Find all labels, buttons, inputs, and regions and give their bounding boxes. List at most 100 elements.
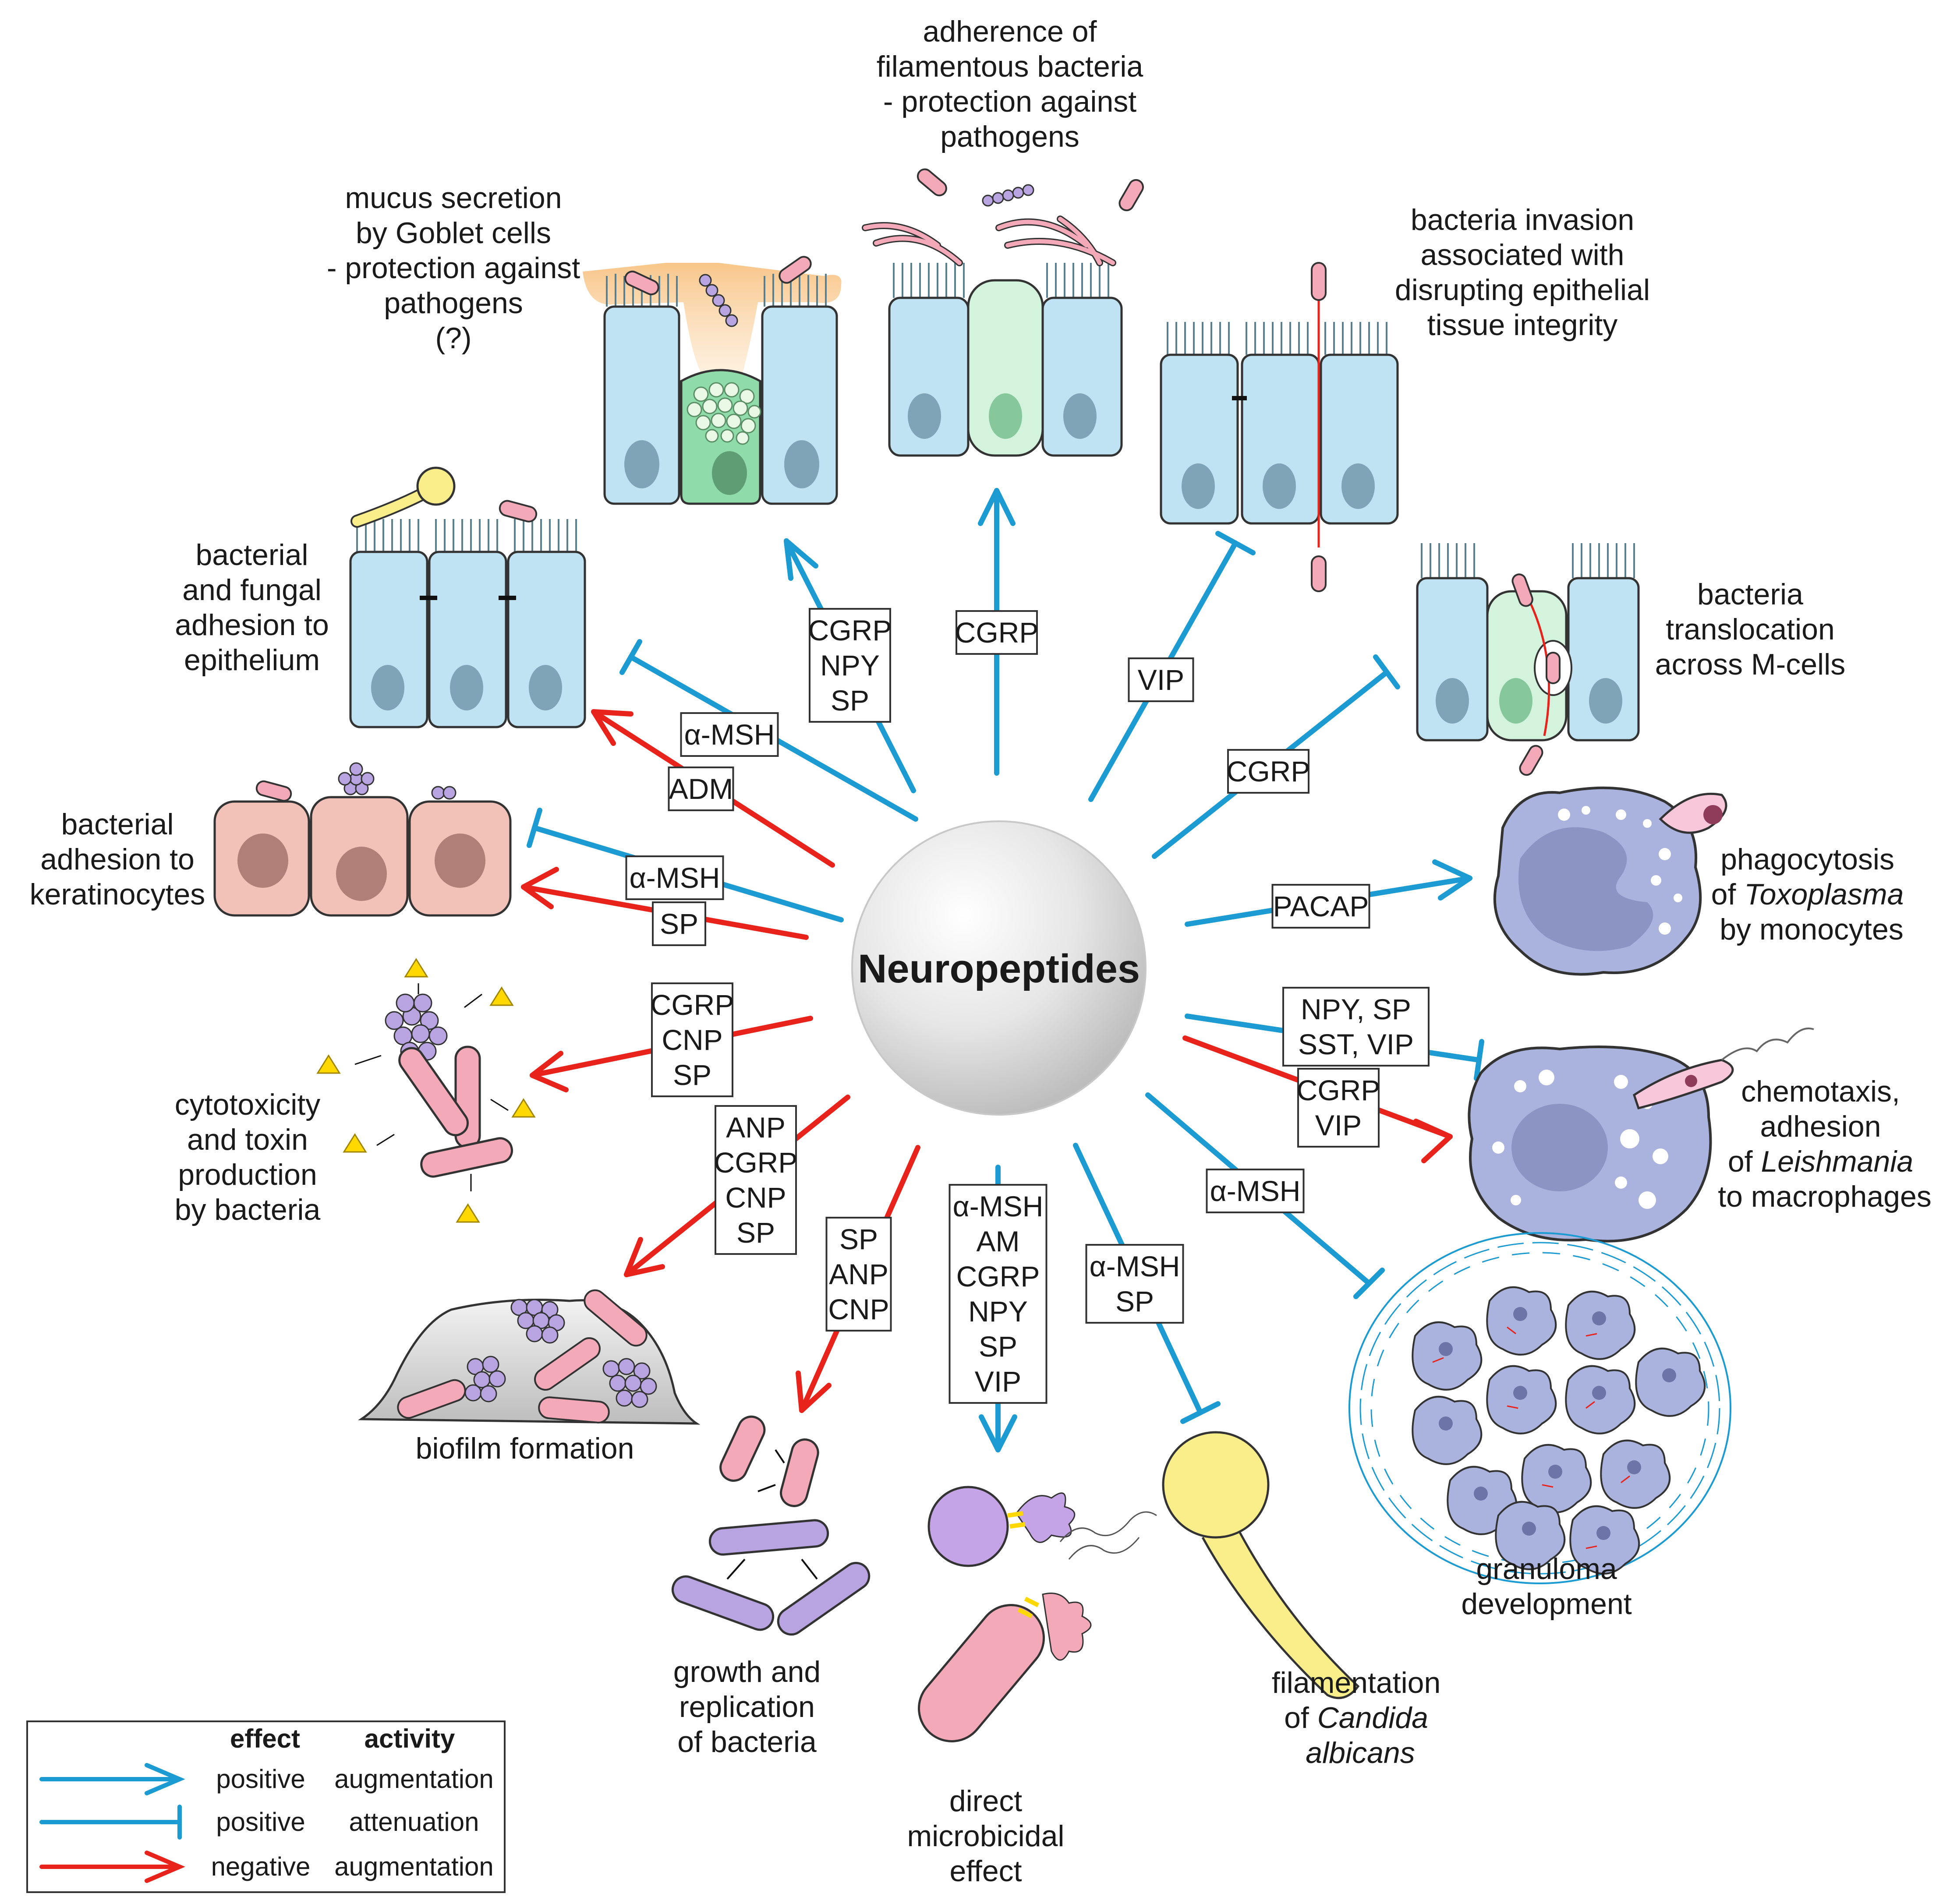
rod-bacterium [1118,179,1144,212]
nucleus [1436,678,1469,724]
nucleus [435,834,485,888]
granuloma-nuclei [1439,1307,1676,1540]
caption-line: and fungal [182,573,322,607]
keratinocytes-illustration [213,762,512,917]
candida-yeast-cell [1162,1431,1270,1539]
blue-arrow-icon [39,1763,185,1795]
hypha [1201,1523,1360,1699]
box-frame [680,712,779,757]
legend: effect activity positive augmentation po… [26,1720,506,1893]
box-label: NPY [820,649,880,682]
nucleus [1518,827,1653,951]
caption-line: bacterial [61,808,173,841]
caption-line: microbicidal [907,1819,1065,1853]
nucleus [450,665,483,710]
rod-bacterium [255,780,292,802]
toxoplasma-monocyte-illustration [1493,786,1727,976]
cytotoxicity-illustration [316,958,536,1223]
box-frame [1227,749,1309,794]
caption-line: by bacteria [175,1193,321,1226]
box-label: α-MSH [684,718,775,751]
epithelial-cell [428,551,507,728]
nucleus [1341,463,1375,509]
hypha [352,490,425,526]
box-label: CGRP [808,614,892,646]
rod-bacterium [780,1438,819,1507]
caption-line: adhesion to [40,843,195,876]
box-frame [809,608,891,723]
rod-bacterium [1546,652,1561,684]
box-invasion: VIP [1128,657,1194,702]
caption-line: epithelium [184,643,320,677]
granuloma-macrophages [1412,1286,1706,1575]
microvilli [1421,543,1635,578]
box-label: CGRP [1297,1074,1380,1106]
nucleus [1589,678,1622,724]
caption-line: - protection against [327,251,580,285]
legend-effect-1: positive [216,1764,305,1794]
box-label: ANP [829,1258,888,1290]
box-frame [1085,1244,1184,1324]
caption-line: associated with [1421,238,1624,272]
legend-activity-2: attenuation [349,1807,479,1837]
intracellular-bacteria [1432,1326,1630,1549]
nucleus [784,440,819,488]
cocci-chain [982,184,1034,207]
caption-line: pathogens [384,286,523,320]
toxin-triangles [316,958,536,1223]
box-label: VIP [1315,1109,1362,1141]
nucleus [624,440,659,488]
caption-line: - protection against [883,85,1136,118]
box-label: AM [977,1225,1020,1258]
box-frame [715,1105,797,1255]
neuropeptides-node: Neuropeptides [851,820,1147,1116]
box-keratinocytes-msh: α-MSH [625,855,724,900]
box-label: CGRP [1227,755,1310,788]
caption-line: growth and [673,1655,821,1689]
caption-line: by Goblet cells [356,216,551,250]
epithelial-cell [1320,353,1399,525]
box-label: ANP [726,1111,786,1144]
nucleus [1263,463,1296,509]
cocci-cluster [338,762,457,800]
rod-bacterium [1311,555,1327,592]
box-label: CNP [662,1024,722,1056]
caption-filamentation: filamentation of Candida albicans [1272,1666,1449,1770]
legend-effect-2: positive [216,1807,305,1837]
tight-junction [1232,396,1247,400]
nucleus [529,665,562,710]
caption-line: pathogens [940,120,1079,153]
legend-frame [26,1720,506,1893]
box-label: VIP [975,1365,1021,1398]
caption-line: mucus secretion [345,181,562,215]
box-adherence: CGRP [955,610,1038,655]
box-adhesion-epithelium-msh: α-MSH [680,712,779,757]
box-label: VIP [1138,664,1184,696]
membrane-pore-burst [1016,1492,1076,1543]
legend-header-effect: effect [230,1724,300,1753]
box-label: CGRP [714,1146,798,1179]
legend-activity-3: augmentation [334,1852,494,1881]
rod-bacterium [534,1337,601,1391]
box-label: CNP [725,1181,786,1214]
box-frame [652,901,706,946]
box-label: SP [1115,1285,1154,1318]
tight-junction [420,596,437,600]
granuloma-illustration [1348,1232,1731,1584]
caption-line: bacterial [195,538,308,572]
filaments [862,215,1116,266]
rod-bacterium [499,500,538,523]
adhesion-epithelium-illustration [349,466,586,728]
caption-line: production [178,1158,317,1191]
box-frame [825,1217,892,1332]
